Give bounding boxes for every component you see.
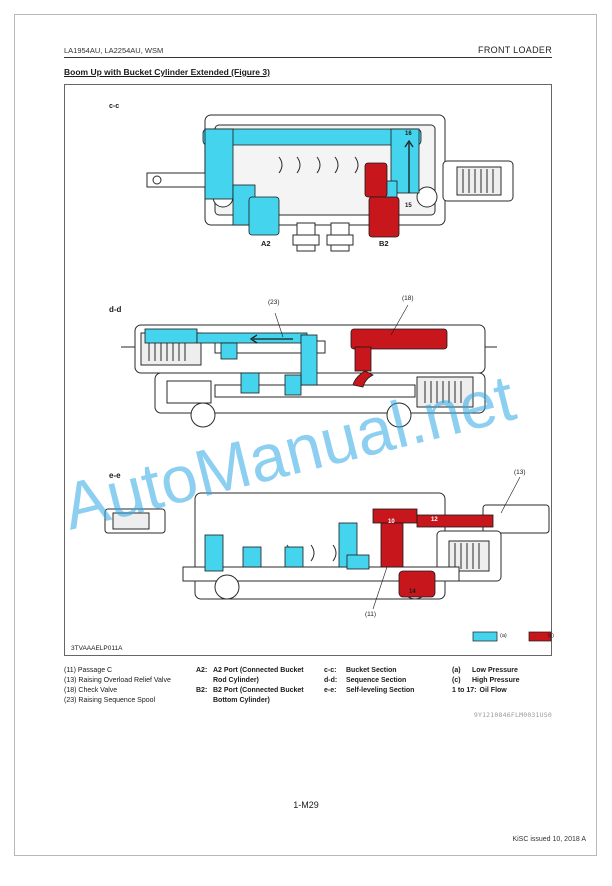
figure-drawing [104, 114, 552, 642]
legend-item: d-d:Sequence Section [324, 677, 407, 684]
legend-item: e-e:Self-leveling Section [324, 687, 415, 694]
issue-note: KiSC issued 10, 2018 A [512, 836, 586, 843]
legend-item: c-c:Bucket Section [324, 667, 397, 674]
label-port-a2: A2 [261, 239, 271, 248]
label-section-dd: d-d [109, 305, 122, 314]
header-rule [64, 57, 552, 58]
legend-item: (18) Check Valve [64, 687, 118, 694]
page-border [14, 14, 597, 856]
legend-item: (a)Low Pressure [452, 667, 518, 674]
legend-item: (11) Passage C [64, 667, 113, 674]
legend-item: Bottom Cylinder) [213, 697, 270, 704]
flow-number-14: 14 [409, 589, 416, 595]
legend-col-4: (a)Low Pressure (c)High Pressure 1 to 17… [452, 666, 556, 696]
header-models: LA1954AU, LA2254AU, WSM [64, 46, 164, 55]
legend-item: (c)High Pressure [452, 677, 520, 684]
label-section-ee: e-e [109, 471, 121, 480]
page-title: Boom Up with Bucket Cylinder Extended (F… [64, 67, 270, 77]
flow-number-16: 16 [405, 131, 412, 137]
legend-item: A2:A2 Port (Connected Bucket [196, 667, 304, 674]
flow-number-15: 15 [405, 203, 412, 209]
header-section: FRONT LOADER [478, 45, 552, 55]
page-number: 1-M29 [293, 800, 319, 810]
legend-item: B2:B2 Port (Connected Bucket [196, 687, 304, 694]
key-low-swatch [472, 631, 498, 642]
callout-23: (23) [268, 299, 280, 306]
ee-high-pressure-oil [372, 508, 494, 598]
callout-11: (11) [365, 611, 377, 618]
legend-item: 1 to 17:Oil Flow [452, 687, 507, 694]
flow-number-12: 12 [431, 517, 438, 523]
cc-low-pressure-oil [202, 128, 422, 236]
legend-col-3: c-c:Bucket Section d-d:Sequence Section … [324, 666, 444, 696]
legend-item: (23) Raising Sequence Spool [64, 697, 156, 704]
cc-high-pressure-oil [364, 162, 400, 238]
flow-number-10: 10 [388, 519, 395, 525]
hydraulic-figure: c-c d-d e-e A2 B2 (23) (18) (13) (11) 16… [64, 84, 554, 656]
legend-col-2: A2:A2 Port (Connected Bucket Rod Cylinde… [196, 666, 326, 706]
callout-13: (13) [514, 469, 526, 476]
label-port-b2: B2 [379, 239, 389, 248]
dd-high-pressure-oil [350, 328, 448, 388]
key-high-swatch [528, 631, 552, 642]
label-section-cc: c-c [109, 103, 120, 110]
legend-item: Rod Cylinder) [213, 677, 259, 684]
key-high-label: (c) [547, 633, 554, 639]
figure-code: 3TVAAAELP011A [71, 645, 123, 652]
ee-low-pressure-oil [204, 522, 370, 572]
callout-18: (18) [402, 295, 414, 302]
key-low-label: (a) [500, 633, 507, 639]
legend-item: (13) Raising Overload Relief Valve [64, 677, 171, 684]
legend-col-1: (11) Passage C (13) Raising Overload Rel… [64, 666, 204, 706]
document-id: 9Y1210846FLM0031US0 [473, 711, 552, 719]
section-ee-drawing [104, 492, 550, 600]
